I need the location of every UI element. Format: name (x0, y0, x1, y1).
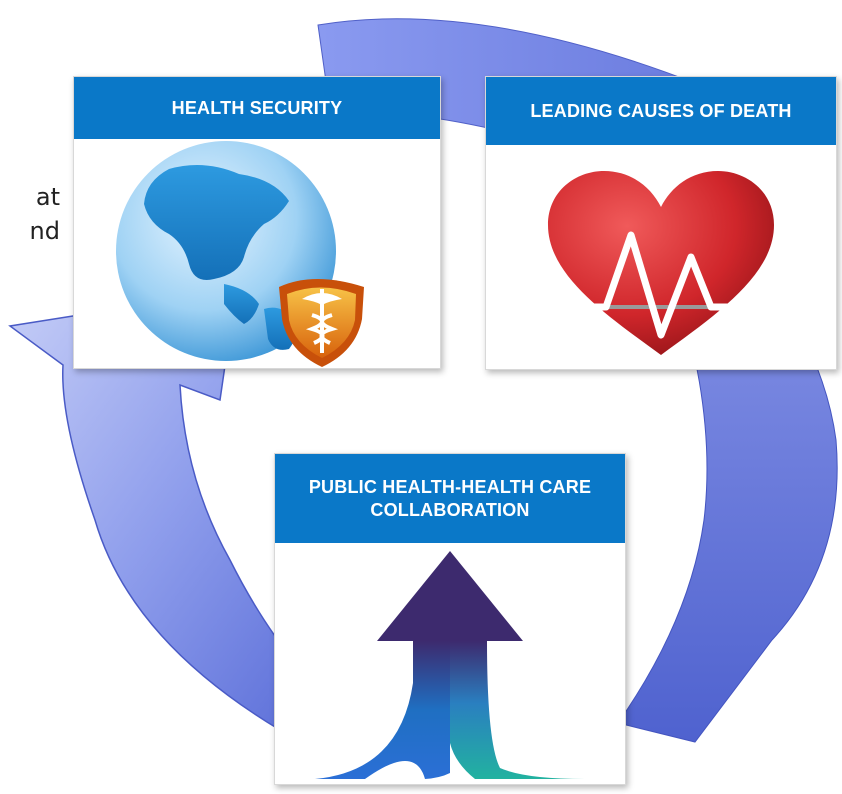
globe-with-caduceus-shield-icon (116, 141, 364, 367)
card-health-security: HEALTH SECURITY (73, 76, 441, 369)
card-title-health-security: HEALTH SECURITY (74, 77, 440, 139)
cycle-arrow-left (8, 289, 322, 731)
merging-arrows-up-icon (315, 551, 585, 779)
cropped-text-line-2: nd (29, 217, 60, 245)
card-title-public-health-collaboration: PUBLIC HEALTH-HEALTH CARE COLLABORATION (275, 454, 625, 543)
card-title-leading-causes-of-death: LEADING CAUSES OF DEATH (486, 77, 836, 145)
card-leading-causes-of-death: LEADING CAUSES OF DEATH (485, 76, 837, 370)
card-public-health-collaboration: PUBLIC HEALTH-HEALTH CARE COLLABORATION (274, 453, 626, 785)
cropped-text: at nd (0, 180, 60, 248)
cropped-text-line-1: at (35, 183, 60, 211)
heart-heartbeat-icon (544, 171, 780, 355)
